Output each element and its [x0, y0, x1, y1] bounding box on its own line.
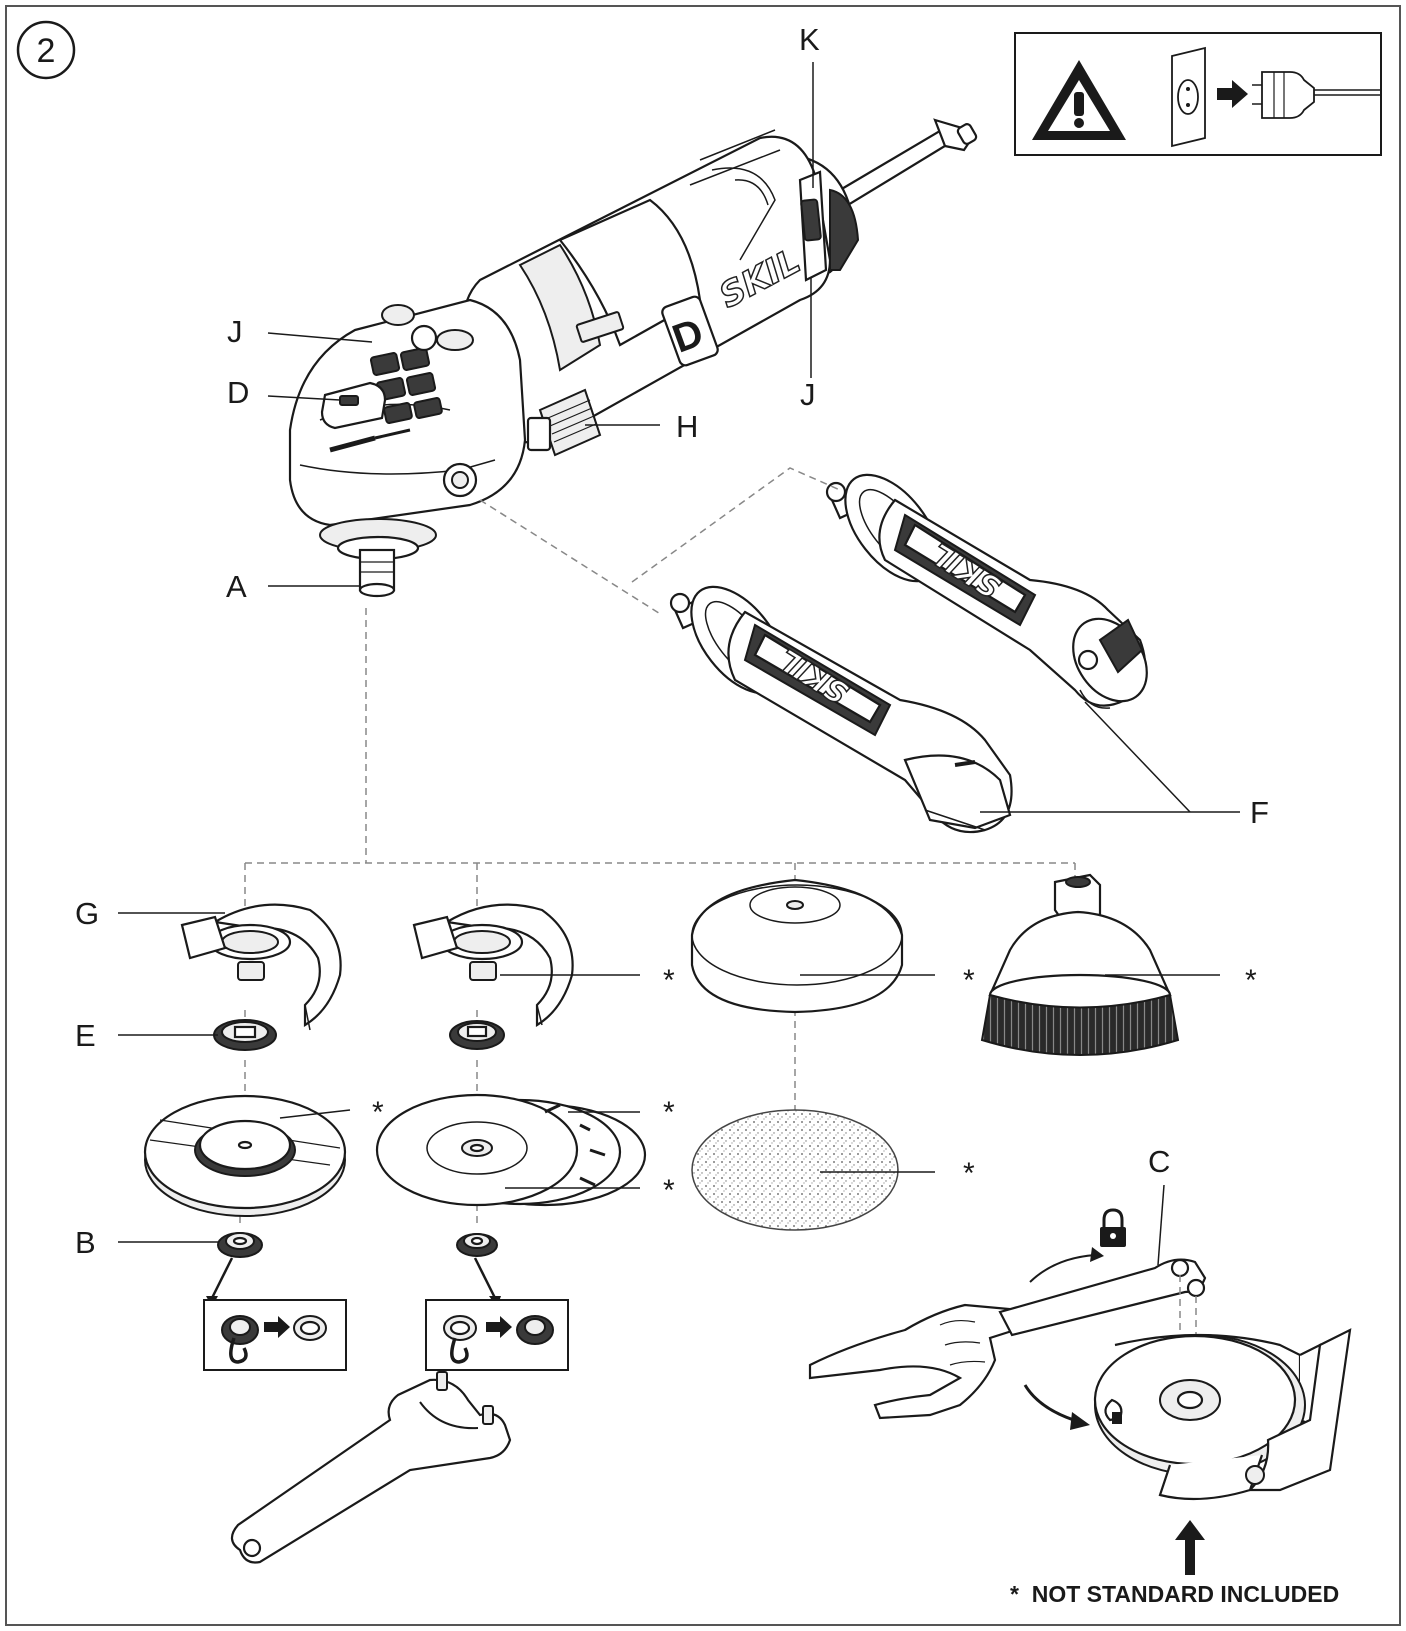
auxiliary-handle-front: SKIL [669, 585, 1013, 834]
nut-orientation-inset-right [425, 1257, 569, 1371]
asterisk-sanding-sheet: * [963, 1157, 975, 1190]
asterisk-guard-right: * [663, 964, 675, 997]
label-G: G [75, 896, 99, 931]
cutting-discs [375, 1093, 647, 1207]
label-E: E [75, 1018, 96, 1053]
clamping-nut-right [456, 1233, 498, 1257]
sanding-sheet [691, 1109, 899, 1231]
two-pin-spanner [230, 1371, 512, 1564]
wheel-guard-right [412, 903, 574, 1027]
asterisk-cutting-disc-bottom: * [663, 1174, 675, 1207]
label-A: A [226, 569, 247, 604]
not-standard-markers: * * * * * * * [279, 964, 1257, 1207]
callout-labels: K J D J H A F G E B C [75, 22, 1269, 1266]
label-F: F [1250, 795, 1269, 830]
power-cable [838, 118, 978, 207]
wheel-guard-left [180, 903, 342, 1031]
label-J-top: J [227, 314, 243, 349]
ventilation-ribs [526, 388, 602, 457]
mounting-flange-right [449, 1020, 505, 1050]
on-off-switch[interactable] [798, 170, 860, 282]
grinding-disc [143, 1094, 347, 1217]
mounting-flange-left [213, 1019, 277, 1051]
figure-number: 2 [37, 32, 56, 70]
footnote-not-standard: * NOT STANDARD INCLUDED [1010, 1581, 1339, 1607]
disc-tightening-illustration [808, 1208, 1352, 1575]
handle-guide-line [479, 499, 663, 616]
handle-guide-line-2 [631, 467, 841, 583]
accessory-guide-lines [239, 608, 1076, 1225]
asterisk-cutting-disc-top: * [663, 1096, 675, 1129]
angle-grinder: D SKIL [288, 118, 978, 598]
label-D: D [227, 375, 249, 410]
label-B: B [75, 1225, 96, 1260]
label-H: H [676, 409, 698, 444]
clamping-nut-left [217, 1232, 263, 1258]
lock-button[interactable] [320, 381, 387, 430]
figure-number-badge: 2 [16, 20, 76, 80]
page-frame [5, 5, 1401, 1626]
label-J-switch: J [800, 377, 816, 412]
wire-cup-brush [980, 873, 1180, 1056]
warning-triangle-icon [1032, 60, 1126, 140]
asterisk-grinding-disc: * [372, 1096, 384, 1129]
asterisk-cup-brush: * [1245, 964, 1257, 997]
asterisk-backing-pad: * [963, 964, 975, 997]
padlock-icon [1100, 1208, 1126, 1247]
nut-orientation-inset-left [203, 1257, 347, 1371]
unplug-icon [1171, 46, 1381, 148]
label-K: K [799, 22, 820, 57]
label-C: C [1148, 1144, 1170, 1179]
auxiliary-handle-rear: SKIL [825, 473, 1148, 709]
unplug-warning-box [1014, 32, 1382, 156]
rubber-backing-pad [690, 878, 904, 1014]
